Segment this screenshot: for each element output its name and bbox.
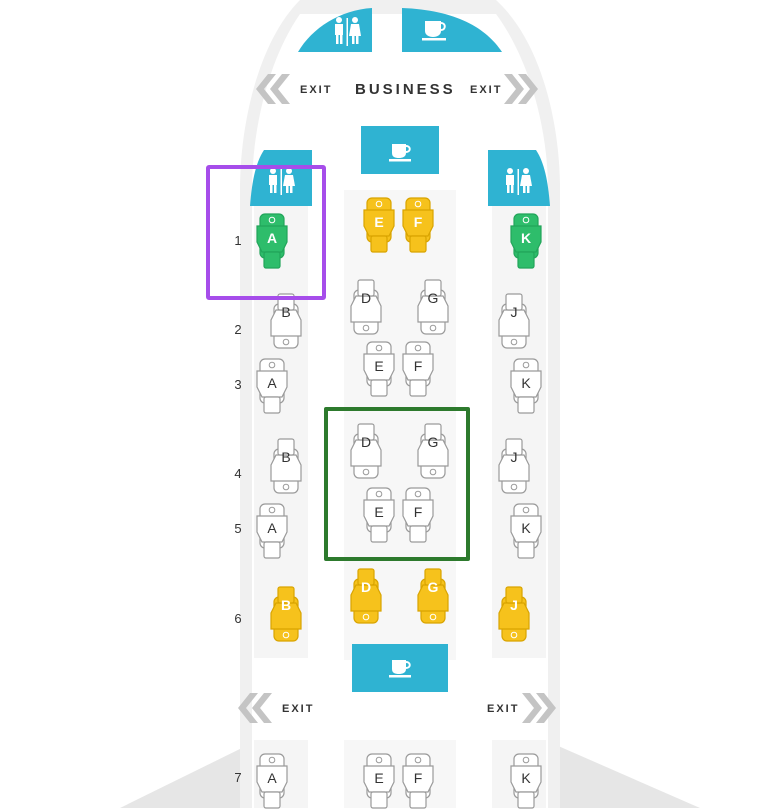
row-number: 7	[234, 770, 242, 785]
seat-1F[interactable]: F	[400, 196, 436, 254]
seat-letter: G	[427, 579, 439, 595]
lavatory-icon	[269, 168, 295, 195]
exit-label: EXIT	[282, 703, 315, 715]
seat-6J[interactable]: J	[496, 585, 532, 643]
seat-letter: J	[510, 597, 518, 613]
highlight-box-green	[324, 407, 470, 561]
seat-letter: B	[280, 597, 292, 613]
row-number: 6	[234, 611, 242, 626]
facility-galley-top	[402, 8, 502, 52]
seat-letter: J	[510, 449, 518, 465]
seat-4G[interactable]: G	[415, 422, 451, 480]
galley-icon	[389, 660, 411, 678]
seat-letter: G	[427, 434, 439, 450]
galley-icon	[389, 144, 411, 162]
exit-arrow-right-front	[504, 74, 538, 104]
seat-3K[interactable]: K	[508, 357, 544, 415]
cabin-class-label: BUSINESS	[355, 81, 456, 98]
exit-arrow-left-front	[256, 74, 290, 104]
seat-7F[interactable]: F	[400, 752, 436, 810]
seat-5A[interactable]: A	[254, 502, 290, 560]
seat-4D[interactable]: D	[348, 422, 384, 480]
seat-letter: B	[281, 449, 291, 465]
seat-letter: B	[281, 304, 291, 320]
seat-letter: K	[521, 520, 531, 536]
seat-letter: K	[521, 375, 531, 391]
seat-letter: D	[360, 290, 372, 306]
seat-letter: K	[521, 770, 531, 786]
seat-1A[interactable]: A	[254, 212, 290, 270]
seat-7K[interactable]: K	[508, 752, 544, 810]
seat-letter: F	[413, 214, 423, 230]
seat-2G[interactable]: G	[415, 278, 451, 336]
seat-letter: E	[374, 214, 384, 230]
seat-letter: J	[510, 304, 518, 320]
row-number: 2	[234, 322, 242, 337]
galley-icon	[422, 21, 446, 41]
seat-letter: E	[374, 358, 384, 374]
seat-letter: F	[413, 770, 423, 786]
exit-label: EXIT	[470, 84, 503, 96]
row-number: 3	[234, 377, 242, 392]
exit-label: EXIT	[487, 703, 520, 715]
seat-1E[interactable]: E	[361, 196, 397, 254]
seat-2J[interactable]: J	[496, 292, 532, 350]
row-number: 4	[234, 466, 242, 481]
seat-letter: A	[267, 770, 277, 786]
seat-6G[interactable]: G	[415, 567, 451, 625]
row-number: 5	[234, 521, 242, 536]
seat-3F[interactable]: F	[400, 340, 436, 398]
left-seat-zone	[254, 188, 308, 658]
seat-4J[interactable]: J	[496, 437, 532, 495]
exit-arrow-right-rear	[522, 693, 556, 723]
row-number: 1	[234, 233, 242, 248]
seat-5E[interactable]: E	[361, 486, 397, 544]
seat-1K[interactable]: K	[508, 212, 544, 270]
seat-letter: F	[413, 358, 423, 374]
seat-letter: A	[267, 520, 277, 536]
seat-6B[interactable]: B	[268, 585, 304, 643]
seat-3E[interactable]: E	[361, 340, 397, 398]
exit-label: EXIT	[300, 84, 333, 96]
center-seat-zone-rear	[344, 740, 456, 808]
seat-letter: G	[427, 290, 439, 306]
lavatory-icon	[335, 17, 361, 46]
seat-letter: D	[360, 434, 372, 450]
seat-letter: F	[413, 504, 423, 520]
seat-letter: K	[520, 230, 532, 246]
seat-7E[interactable]: E	[361, 752, 397, 810]
right-wing	[556, 745, 700, 808]
seat-letter: D	[360, 579, 372, 595]
seat-6D[interactable]: D	[348, 567, 384, 625]
highlight-box-purple	[206, 165, 326, 300]
seat-2D[interactable]: D	[348, 278, 384, 336]
seat-2B[interactable]: B	[268, 292, 304, 350]
seat-letter: A	[267, 375, 277, 391]
lavatory-icon	[506, 168, 532, 195]
seat-3A[interactable]: A	[254, 357, 290, 415]
seat-letter: E	[374, 504, 384, 520]
left-wing	[120, 745, 248, 808]
seat-letter: E	[374, 770, 384, 786]
seat-4B[interactable]: B	[268, 437, 304, 495]
seat-7A[interactable]: A	[254, 752, 290, 810]
seat-5K[interactable]: K	[508, 502, 544, 560]
exit-arrow-left-rear	[238, 693, 272, 723]
seat-letter: A	[266, 230, 278, 246]
seat-5F[interactable]: F	[400, 486, 436, 544]
